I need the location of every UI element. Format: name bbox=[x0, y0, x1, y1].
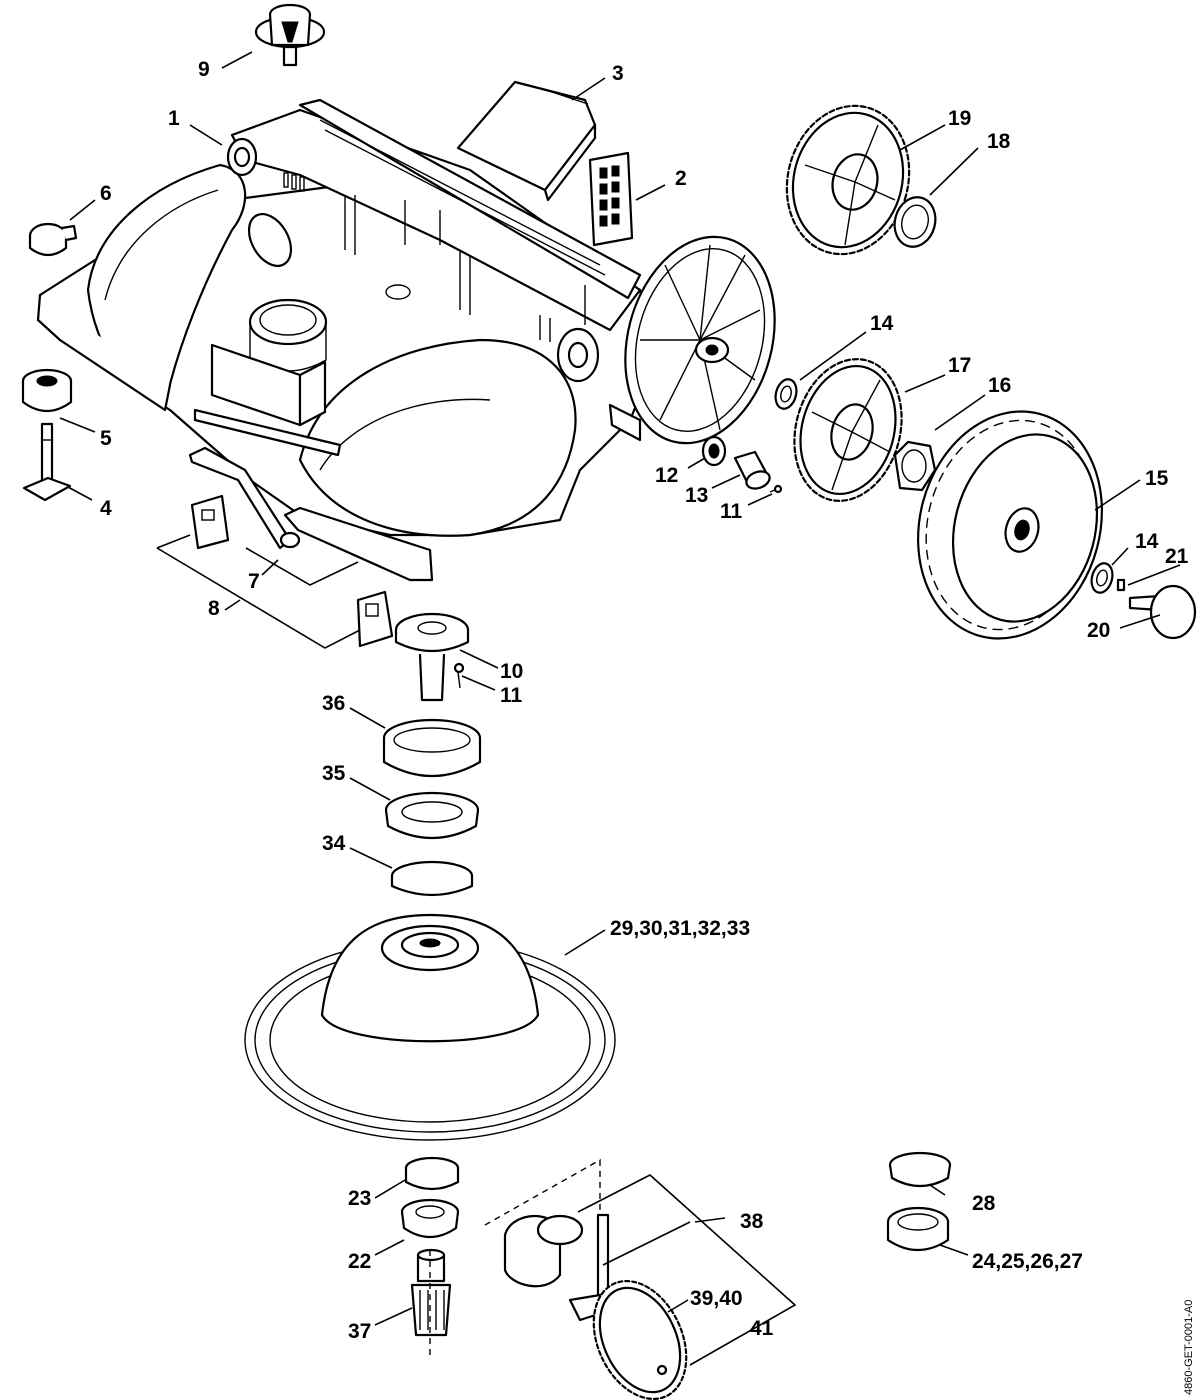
side-brush bbox=[244, 913, 616, 1141]
callout-15: 15 bbox=[1145, 467, 1169, 490]
callout-12: 12 bbox=[655, 464, 678, 487]
callout-35: 35 bbox=[322, 762, 346, 785]
callout-19: 19 bbox=[948, 107, 971, 130]
screw-part-1 bbox=[769, 484, 783, 494]
main-housing bbox=[36, 98, 657, 537]
callout-41: 41 bbox=[750, 1317, 774, 1340]
reference-code: 4860-GET-0001-A0 bbox=[1183, 1300, 1195, 1395]
callout-39-40: 39,40 bbox=[690, 1287, 743, 1310]
callout-8: 8 bbox=[208, 597, 220, 620]
pin-part bbox=[1116, 578, 1126, 592]
nut-part bbox=[404, 1156, 460, 1191]
callout-23: 23 bbox=[348, 1187, 371, 1210]
callout-21: 21 bbox=[1165, 545, 1189, 568]
cap-part bbox=[28, 222, 78, 257]
hub-part bbox=[893, 440, 937, 492]
callout-labels: 9 1 3 2 6 5 4 19 18 14 17 16 15 14 21 20… bbox=[100, 58, 1189, 1343]
leader-lines bbox=[59, 51, 1181, 1366]
callout-10: 10 bbox=[500, 660, 523, 683]
callout-24-27: 24,25,26,27 bbox=[972, 1250, 1083, 1273]
callout-14-a: 14 bbox=[870, 312, 894, 335]
large-gear bbox=[785, 104, 911, 256]
brush-hub bbox=[410, 1248, 452, 1337]
spindle-part bbox=[394, 612, 470, 702]
cup-ring bbox=[384, 791, 480, 840]
filter-part bbox=[588, 151, 634, 247]
callout-2: 2 bbox=[675, 167, 687, 190]
callout-4: 4 bbox=[100, 497, 112, 520]
callout-37: 37 bbox=[348, 1320, 371, 1343]
callout-18: 18 bbox=[987, 130, 1011, 153]
screw-part-2 bbox=[453, 662, 465, 689]
shaft-bracket-part bbox=[22, 422, 72, 502]
callout-6: 6 bbox=[100, 182, 112, 205]
pinion-part bbox=[733, 450, 771, 490]
cap-part-28 bbox=[888, 1151, 952, 1188]
callout-22: 22 bbox=[348, 1250, 371, 1273]
wheel bbox=[917, 410, 1103, 640]
lever-arm bbox=[188, 446, 434, 582]
bearing-part bbox=[701, 435, 727, 467]
callout-29-33: 29,30,31,32,33 bbox=[610, 917, 750, 940]
bushing-part bbox=[400, 1198, 460, 1239]
washer-part-2 bbox=[1090, 562, 1114, 594]
callout-34: 34 bbox=[322, 832, 346, 855]
callout-16: 16 bbox=[988, 374, 1011, 397]
bracket-part-a bbox=[190, 494, 230, 550]
callout-9: 9 bbox=[198, 58, 210, 81]
callout-11-a: 11 bbox=[720, 500, 743, 523]
lid-part bbox=[456, 80, 597, 202]
drive-disc bbox=[624, 235, 776, 445]
callout-20: 20 bbox=[1087, 619, 1110, 642]
callout-3: 3 bbox=[612, 62, 624, 85]
caster-kit bbox=[503, 1213, 688, 1400]
bracket-part-b bbox=[356, 590, 394, 648]
callout-14-b: 14 bbox=[1135, 530, 1159, 553]
toothed-ring bbox=[382, 718, 482, 777]
callout-5: 5 bbox=[100, 427, 112, 450]
washer-part bbox=[774, 378, 798, 410]
knob-part bbox=[254, 3, 326, 67]
clip-ring bbox=[893, 196, 937, 248]
roller-part bbox=[21, 368, 73, 413]
callout-17: 17 bbox=[948, 354, 971, 377]
callout-28: 28 bbox=[972, 1192, 996, 1215]
callout-13: 13 bbox=[685, 484, 708, 507]
drive-gear bbox=[793, 358, 903, 502]
callout-38: 38 bbox=[740, 1210, 764, 1233]
hub-cap bbox=[1128, 584, 1197, 640]
callout-36: 36 bbox=[322, 692, 345, 715]
callout-11-b: 11 bbox=[500, 684, 523, 707]
callout-1: 1 bbox=[168, 107, 180, 130]
callout-7: 7 bbox=[248, 570, 260, 593]
sleeve-part bbox=[886, 1206, 950, 1251]
clip-ring-2 bbox=[390, 860, 474, 897]
